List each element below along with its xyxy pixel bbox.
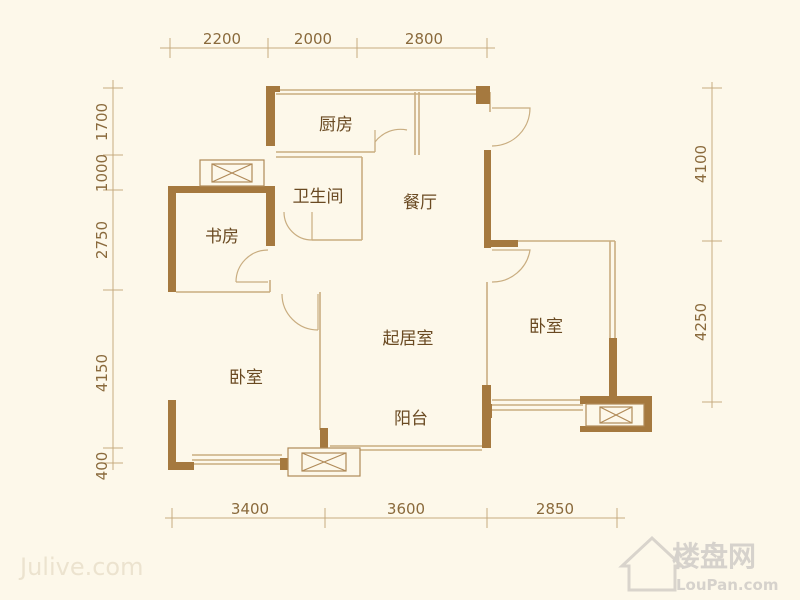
dim-right-2: 4250 (692, 303, 710, 341)
ac-unit-top (199, 159, 265, 187)
ac-unit-bottom (287, 447, 361, 477)
watermark-brand-cn: 楼盘网 (672, 540, 756, 573)
dim-left-3: 2750 (93, 221, 111, 259)
dim-left-2: 1000 (93, 154, 111, 192)
room-bedroom-left: 卧室 (229, 368, 263, 388)
partition-lines (176, 89, 616, 465)
watermark-brand-en: LouPan.com (676, 576, 778, 594)
dim-left-5: 400 (93, 452, 111, 481)
room-living: 起居室 (383, 329, 434, 349)
dimension-lines (103, 38, 722, 528)
dim-left-4: 4150 (93, 354, 111, 392)
dim-top-3: 2800 (405, 30, 443, 48)
house-icon (618, 535, 686, 592)
room-study: 书房 (205, 227, 239, 247)
dim-top-2: 2000 (294, 30, 332, 48)
dim-bottom-1: 3400 (231, 500, 269, 518)
watermark-left: Julive.com (18, 553, 143, 581)
dim-right-1: 4100 (692, 145, 710, 183)
watermark-logo: 楼盘网 LouPan.com (618, 535, 778, 594)
door-swings (235, 107, 531, 331)
ac-unit-right (585, 403, 645, 427)
room-dining: 餐厅 (403, 193, 437, 213)
exterior-walls (168, 86, 652, 470)
dim-bottom-2: 3600 (387, 500, 425, 518)
room-bedroom-right: 卧室 (529, 317, 563, 337)
dim-bottom-3: 2850 (536, 500, 574, 518)
room-bathroom: 卫生间 (293, 187, 344, 207)
room-balcony: 阳台 (394, 409, 428, 429)
dim-left-1: 1700 (93, 103, 111, 141)
room-kitchen: 厨房 (319, 115, 353, 135)
dim-top-1: 2200 (203, 30, 241, 48)
